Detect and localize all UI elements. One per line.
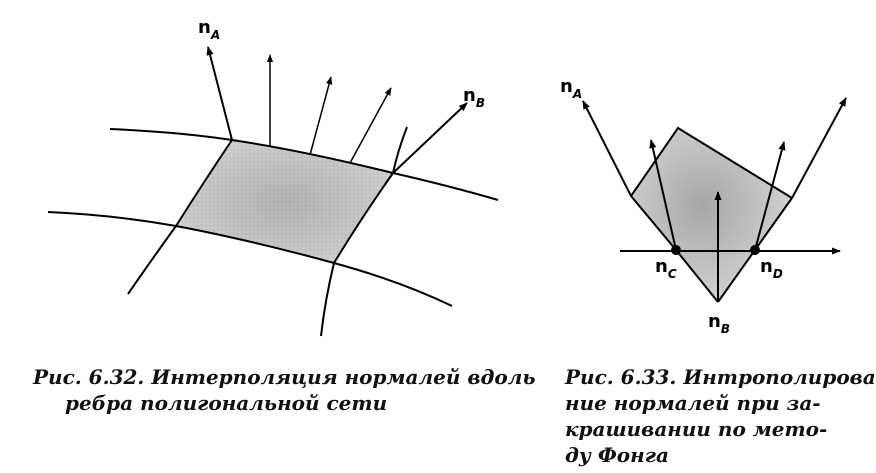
right-normal-a-arrow: [582, 100, 632, 197]
left-normal-b-label: nB: [463, 85, 485, 110]
right-caption-line-1: Рис. 6.33. Интрополирова-: [565, 365, 876, 389]
left-normal-arrow-4: [349, 87, 392, 164]
left-caption-line-1: Рис. 6.32. Интерполяция нормалей вдоль: [33, 365, 536, 389]
right-normal-c-arrow: [649, 139, 677, 251]
left-mesh-bottom-curve: [47, 211, 453, 307]
right-point-d: [750, 245, 760, 255]
left-mesh-left-curve: [127, 139, 233, 295]
right-normal-c-label: nC: [655, 256, 677, 281]
left-normal-a-arrow: [206, 46, 233, 141]
left-mesh-top-curve: [109, 128, 499, 201]
right-shaded-polygon: [631, 128, 792, 302]
left-normal-arrow-3: [309, 76, 333, 156]
right-polygon-outline: [630, 126, 793, 199]
right-normal-d-arrow: [754, 141, 786, 251]
right-figure: nA nC nD nB: [560, 76, 847, 336]
right-caption-line-3: крашивании по мето-: [565, 417, 828, 441]
right-caption-line-2: ние нормалей при за-: [565, 391, 821, 415]
left-mesh-right-curve: [320, 126, 408, 337]
right-point-c: [671, 245, 681, 255]
right-normal-right-arrow: [791, 97, 847, 199]
right-figure-caption: Рис. 6.33. Интрополирова-ние нормалей пр…: [565, 364, 876, 468]
left-figure: nA nB: [47, 17, 499, 337]
left-caption-line-2: ребра полигональной сети: [65, 391, 388, 415]
right-normal-d-label: nD: [760, 256, 783, 281]
left-normal-a-label: nA: [198, 17, 220, 42]
left-normal-b-arrow: [392, 102, 468, 174]
right-normal-b-label: nB: [708, 311, 730, 336]
right-caption-line-4: ду Фонга: [565, 443, 669, 467]
right-normal-a-label: nA: [560, 76, 582, 101]
